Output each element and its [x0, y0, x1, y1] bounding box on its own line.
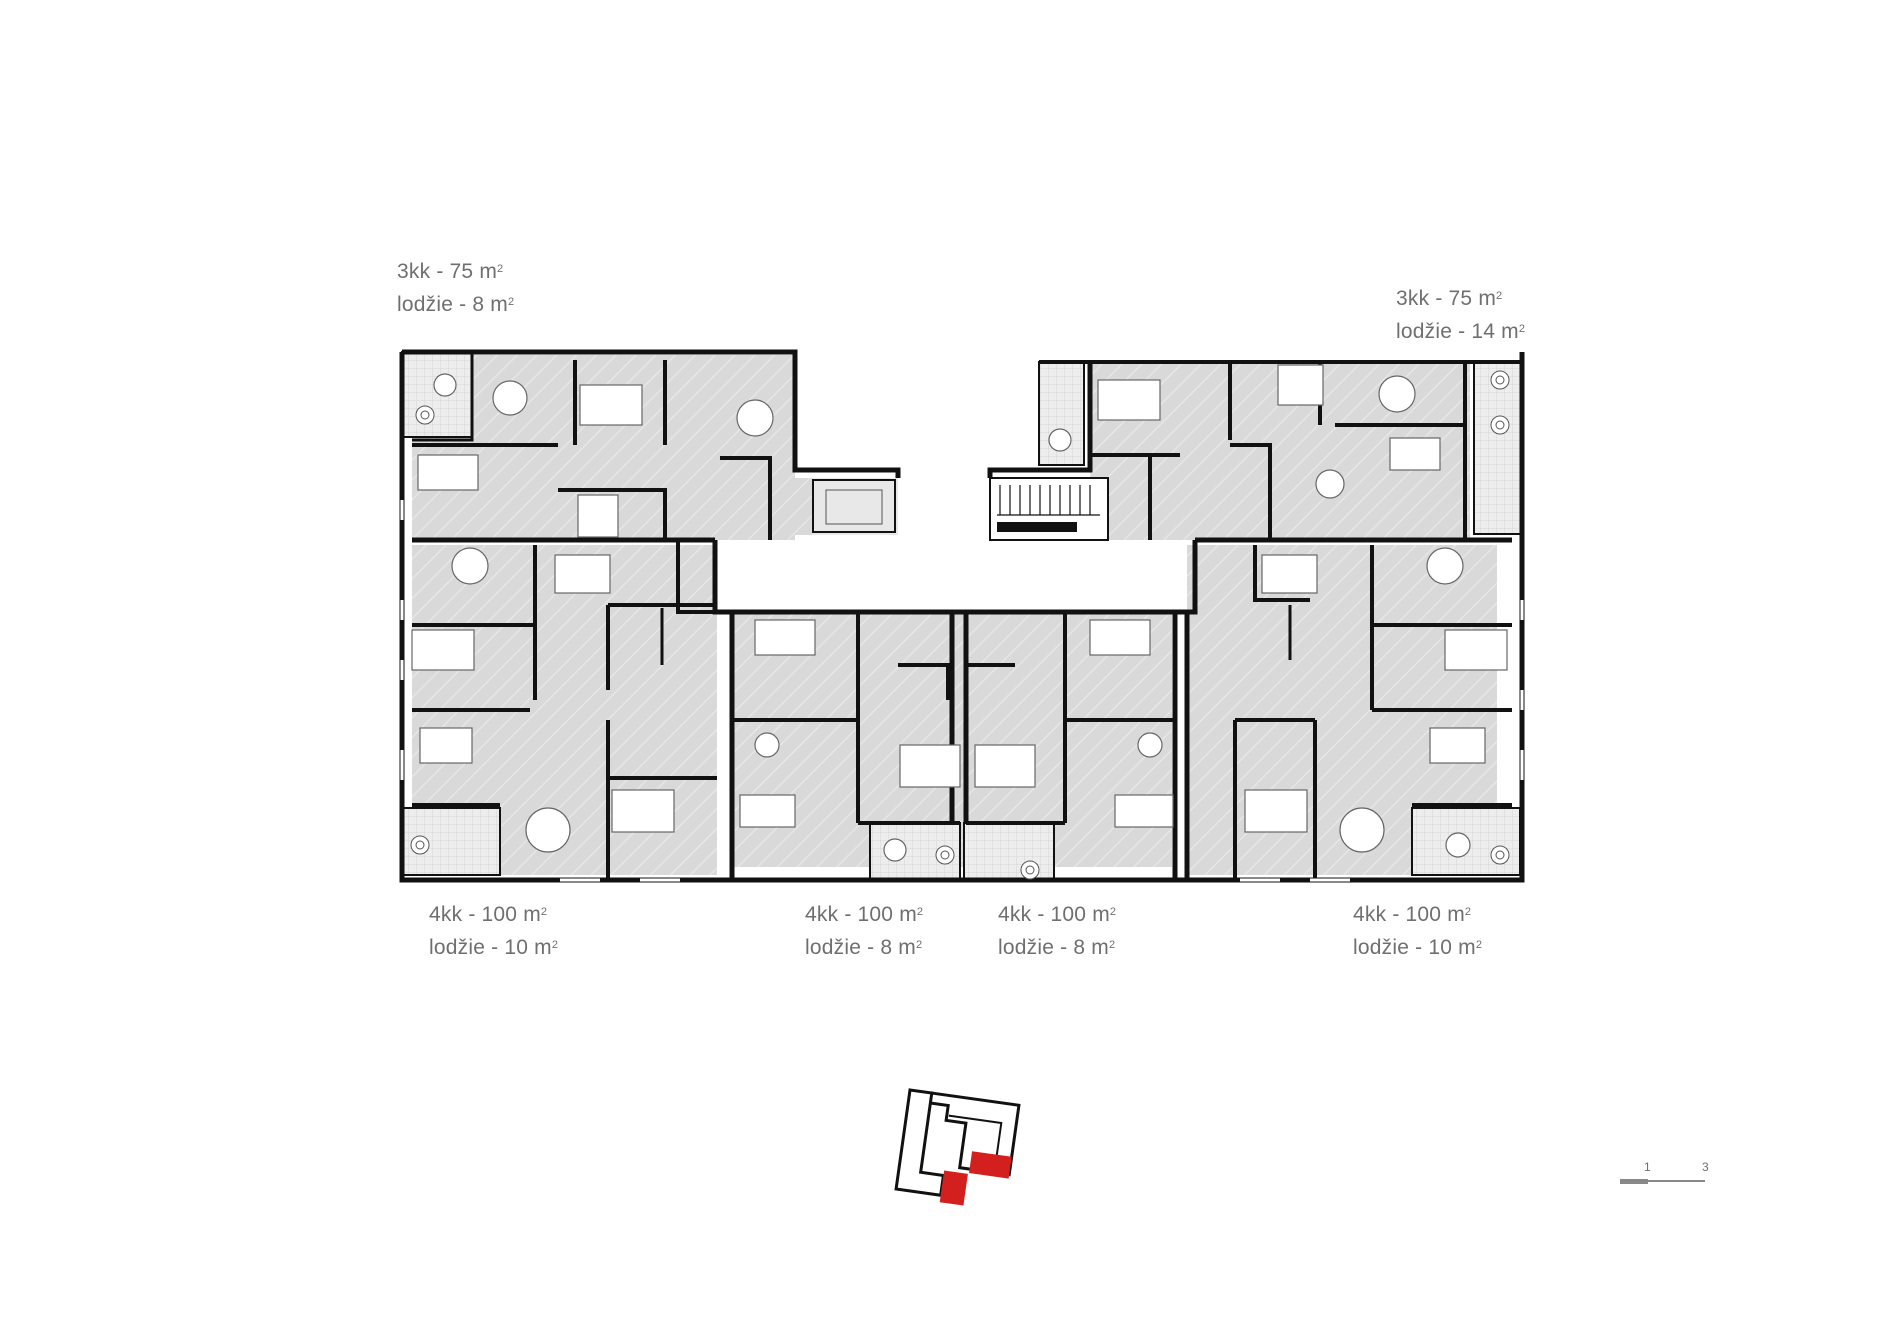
plants — [410, 370, 1510, 880]
unit-loggia: lodžie - 14 m — [1396, 320, 1519, 343]
scale-bar — [1620, 1179, 1705, 1184]
unit-type: 4kk - 100 m — [1353, 903, 1465, 926]
unit-label-bottom-3: 4kk - 100 m2 lodžie - 8 m2 — [998, 903, 1117, 959]
stair-core — [812, 477, 1109, 541]
key-plan — [894, 1088, 1021, 1206]
unit-loggia: lodžie - 10 m — [429, 936, 552, 959]
unit-loggia: lodžie - 10 m — [1353, 936, 1476, 959]
key-plan-highlight-lower — [939, 1170, 968, 1206]
unit-loggia: lodžie - 8 m — [805, 936, 916, 959]
unit-label-bottom-4: 4kk - 100 m2 lodžie - 10 m2 — [1353, 903, 1483, 959]
loggia-top-right — [1473, 361, 1523, 535]
unit-label-bottom-2: 4kk - 100 m2 lodžie - 8 m2 — [805, 903, 924, 959]
unit-label-top-right: 3kk - 75 m2 lodžie - 14 m2 — [1396, 287, 1526, 343]
unit-type: 4kk - 100 m — [429, 903, 541, 926]
unit-type: 3kk - 75 m — [397, 260, 498, 283]
unit-type: 4kk - 100 m — [805, 903, 917, 926]
unit-label-top-left: 3kk - 75 m2 lodžie - 8 m2 — [397, 260, 515, 316]
unit-loggia: lodžie - 8 m — [397, 293, 508, 316]
scale-tick-1: 1 — [1644, 1160, 1651, 1174]
key-plan-highlight-upper — [969, 1151, 1012, 1179]
loggia-top-left — [401, 351, 473, 438]
scale-tick-3: 3 — [1702, 1160, 1709, 1174]
furniture — [411, 364, 1508, 862]
unit-label-bottom-1: 4kk - 100 m2 lodžie - 10 m2 — [429, 903, 559, 959]
unit-type: 3kk - 75 m — [1396, 287, 1497, 310]
elevator — [812, 479, 896, 533]
windows — [400, 500, 1524, 882]
loggia-bottom-mid-right — [963, 822, 1055, 880]
unit-type: 4kk - 100 m — [998, 903, 1110, 926]
unit-loggia: lodžie - 8 m — [998, 936, 1109, 959]
